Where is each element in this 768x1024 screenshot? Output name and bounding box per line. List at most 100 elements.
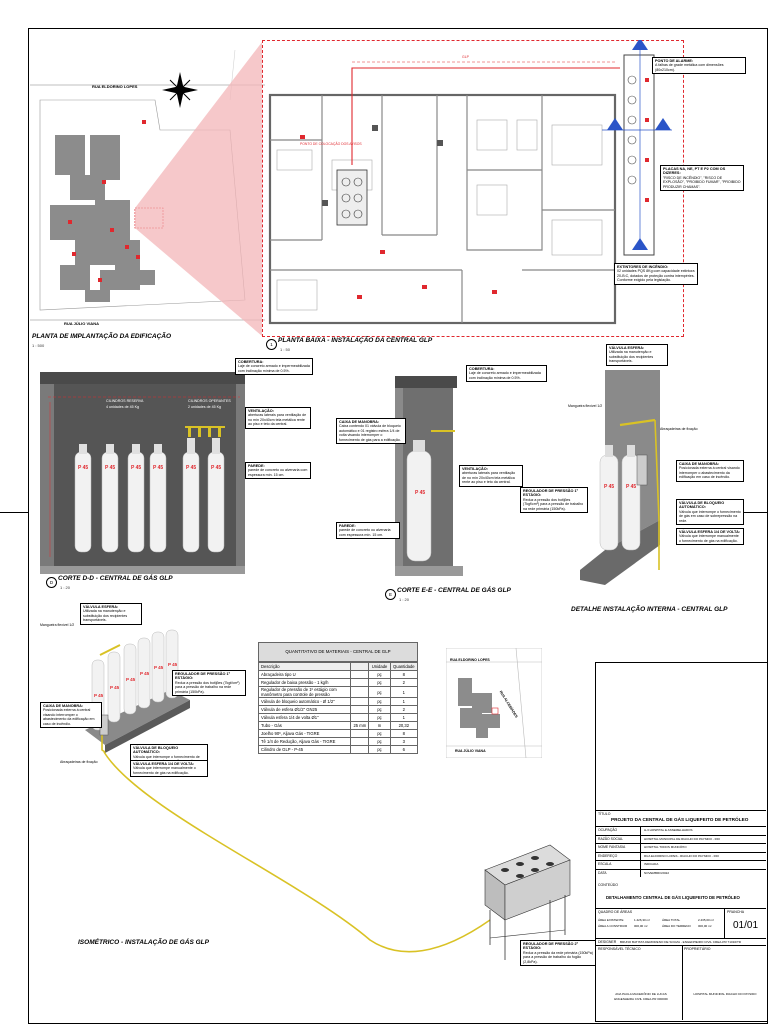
note-d-cover-title: COBERTURA: xyxy=(238,360,264,364)
tb-title: PROJETO DA CENTRAL DE GÁS LIQUEFEITO DE … xyxy=(611,817,749,822)
site-plan-scale: 1 : 500 xyxy=(32,343,45,348)
note-e-box: CAIXA DE MANOBRA: Caixa contendo 01 válv… xyxy=(336,418,406,445)
tb-sep1 xyxy=(595,908,766,909)
note-d-wall-title: PAREDE: xyxy=(248,464,265,468)
tb-info-label: NOME FANTASIA xyxy=(595,844,641,852)
tb-info-label: ESCALA xyxy=(595,861,641,869)
note-detail-auto-text: Válvula que interrompe o fornecimento de… xyxy=(679,509,741,523)
cylinder-label: P 45 xyxy=(78,465,89,471)
tb-sheet-box xyxy=(724,908,725,938)
tb-area-cell: 2.435,00 m² xyxy=(698,918,715,922)
note-alarm-text: A falhas de grade metálica com dimensões… xyxy=(655,63,724,72)
tb-area-cell: ÁREA DO TERRENO xyxy=(662,924,691,928)
note-d-vent-text: aberturas laterais para ventilação de no… xyxy=(248,413,307,427)
note-e-reg: REGULADOR DE PRESSÃO 1º ESTÁGIO: Reduz a… xyxy=(520,487,588,514)
tb-area-cell: 000,00 m² xyxy=(698,924,712,928)
materials-header-cell: Descrição xyxy=(257,662,352,671)
note-e-vent-title: VENTILAÇÃO: xyxy=(462,467,488,471)
section-e-title: CORTE E-E - CENTRAL DE GÁS GLP xyxy=(397,587,511,594)
materials-header-cell: Quantidade xyxy=(389,662,419,671)
note-e-cover-text: Laje de concreto armado e impermeabiliza… xyxy=(469,371,541,380)
isometric-drawing xyxy=(85,629,571,960)
materials-cell: 1 xyxy=(389,713,419,722)
note-detail-ball: VÁLVULA ESFERA 1/4 DE VOLTA: Válvula que… xyxy=(676,528,744,546)
note-detail-box-text: Posicionada externa à central visando in… xyxy=(679,466,740,480)
tb-info-value: NOVEMBRO/2022 xyxy=(644,870,670,875)
materials-cell: Válvula esfera 1/4 de volta Ø1" xyxy=(257,713,352,722)
tb-content: DETALHAMENTO CENTRAL DE GÁS LIQUEFEITO D… xyxy=(606,895,740,900)
detail-clamp-label: Abraçadeiras de fixação xyxy=(660,427,698,431)
operating-count: 2 unidades de 45 Kg xyxy=(188,405,221,409)
materials-cell: Válvula de bloqueio automático - Ø 1/2" xyxy=(257,697,352,706)
tb-info-value: INDICADA xyxy=(644,862,659,866)
iso-cylinder-label: P 45 xyxy=(94,693,104,698)
note-iso-valve-title: VÁLVULA ESFERA: xyxy=(83,605,119,609)
floor-plan-marker: 1 xyxy=(266,339,277,350)
note-d-vent: VENTILAÇÃO: aberturas laterais para vent… xyxy=(245,407,311,429)
note-alarm-title: PONTO DE ALARME: xyxy=(655,59,694,63)
materials-cell: pç xyxy=(368,697,391,706)
site-street-top: RUA ELDORINO LOPES xyxy=(92,84,138,89)
floor-plan-title: PLANTA BAIXA - INSTALAÇÃO DA CENTRAL GLP xyxy=(278,337,433,344)
cylinder-label: P 45 xyxy=(211,465,222,471)
note-detail-ball-text: Válvula que interrompe manualmente o for… xyxy=(679,534,739,543)
materials-cell xyxy=(350,745,370,754)
section-e-scale: 1 : 20 xyxy=(399,597,410,602)
note-iso-box: CAIXA DE MANOBRA: Posicionada externa à … xyxy=(40,702,102,729)
materials-cell xyxy=(350,713,370,722)
tb-areas-label: QUADRO DE ÁREAS xyxy=(598,910,633,914)
cylinder-label: P 45 xyxy=(131,465,142,471)
materials-cell: pç xyxy=(368,745,391,754)
note-detail-valve: VÁLVULA ESFERA: Utilizada na manutenção … xyxy=(606,344,668,366)
tb-area-cell: ÁREA TOTAL xyxy=(662,918,681,922)
materials-cell xyxy=(350,737,370,746)
site-plan-drawing xyxy=(30,49,265,321)
svg-text:GLP: GLP xyxy=(462,55,470,59)
note-e-wall-text: parede de concreto ou alvenaria com espe… xyxy=(339,528,391,537)
tb-owner-sign: HOSPITAL MUNICIPAL RIACHO DO PAYSIDO xyxy=(693,992,757,996)
section-e-cylinder-label: P 45 xyxy=(415,490,426,496)
materials-cell: m xyxy=(368,721,391,730)
key-plan-drawing xyxy=(446,648,542,758)
cylinder-label: P 45 xyxy=(105,465,116,471)
tb-area-cell: 000,00 m² xyxy=(634,924,648,928)
cylinder-label: P 45 xyxy=(186,465,197,471)
note-extinguishers: EXTINTORES DE INCÊNDIO: 02 unidades PQS … xyxy=(614,263,698,285)
edge-tick-left xyxy=(0,512,28,513)
section-e-marker: E xyxy=(385,589,396,600)
note-d-cover-text: Laje de concreto armado e impermeabiliza… xyxy=(238,364,310,373)
materials-cell: Tubo - Gás xyxy=(257,721,352,730)
note-iso-ball-title: VÁLVULA ESFERA 1/4 DE VOLTA: xyxy=(133,762,195,766)
tb-designer: BRUNO BATISTA DEMORENO DE SOUZA - ENGENH… xyxy=(620,940,742,944)
tb-info-label: ENDEREÇO xyxy=(595,852,641,860)
materials-cell: pç xyxy=(368,729,391,738)
reserve-count: 4 unidades de 45 Kg xyxy=(106,405,139,409)
materials-cell: Regulador de baixa pressão - 1 kg/h xyxy=(257,678,352,687)
tb-info-label: OCUPAÇÃO xyxy=(595,827,641,835)
iso-cylinder-label: P 45 xyxy=(140,671,150,676)
iso-cylinder-label: P 45 xyxy=(110,685,120,690)
tb-area-cell: ÁREA A CONSTRUIR xyxy=(598,924,628,928)
note-plates-title: PLACAS NA, NE, PT E P2 COM OS DIZERES: xyxy=(663,167,726,176)
materials-cell: Abraçadeira tipo U xyxy=(257,670,352,679)
note-e-reg-title: REGULADOR DE PRESSÃO 1º ESTÁGIO: xyxy=(523,489,578,498)
note-e-box-text: Caixa contendo 01 válvula de bloqueio au… xyxy=(339,424,401,442)
note-e-cover: COBERTURA: Laje de concreto armado e imp… xyxy=(466,365,547,383)
tb-sheet: 01/01 xyxy=(733,920,759,931)
materials-cell xyxy=(350,670,370,679)
note-iso-reg: REGULADOR DE PRESSÃO 1º ESTÁGIO: Reduz a… xyxy=(172,670,246,697)
materials-cell: 20,32 xyxy=(389,721,419,730)
cylinder-label: P 45 xyxy=(153,465,164,471)
operating-label: CILINDROS OPERANTES xyxy=(188,399,231,403)
note-iso-reg2-title: REGULADOR DE PRESSÃO 2º ESTÁGIO: xyxy=(523,942,578,951)
section-d-title: CORTE D-D - CENTRAL DE GÁS GLP xyxy=(58,575,173,582)
note-detail-valve-title: VÁLVULA ESFERA: xyxy=(609,346,645,350)
